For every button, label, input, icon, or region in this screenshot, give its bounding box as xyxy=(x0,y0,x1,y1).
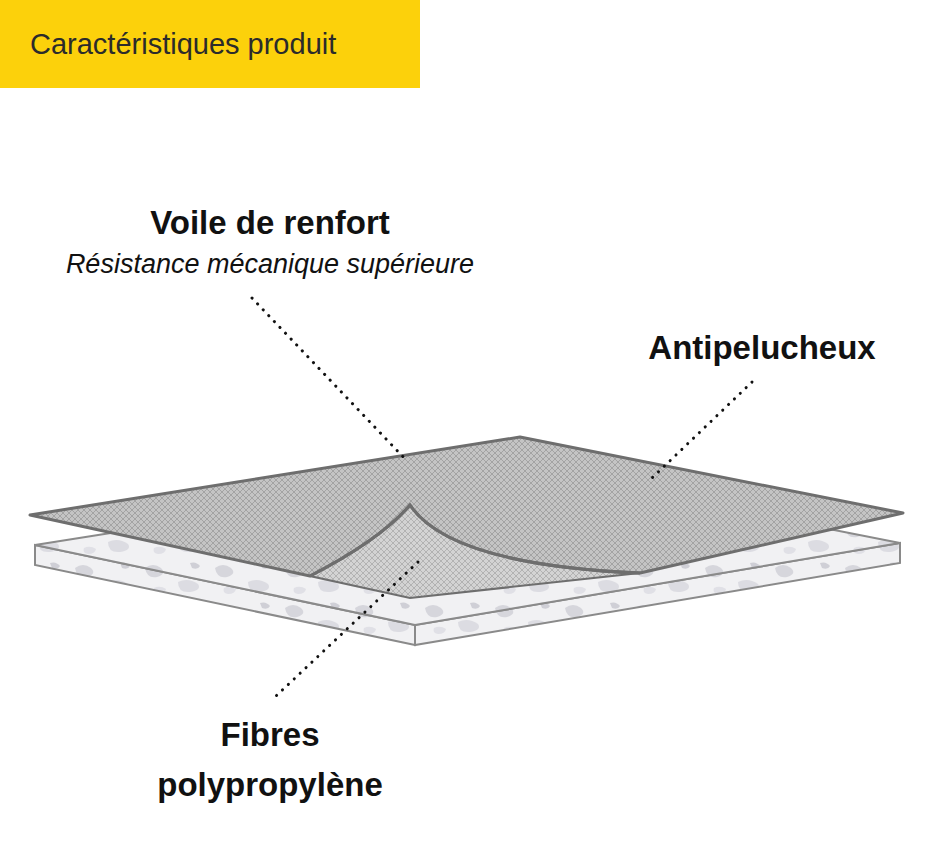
part-name: Voile de renfort xyxy=(10,198,530,248)
leader-line xyxy=(652,382,752,478)
part-name: Antipelucheux xyxy=(602,323,922,373)
part-description: Résistance mécanique supérieure xyxy=(10,244,530,285)
reinforcing-veil xyxy=(30,437,903,576)
peeled-flap-edge xyxy=(310,505,640,576)
title: Caractéristiques produit xyxy=(30,28,336,61)
title-banner: Caractéristiques produit xyxy=(0,0,420,88)
leader-line xyxy=(276,562,418,696)
leader-line xyxy=(252,298,408,462)
part-name: Fibres polypropylène xyxy=(125,710,415,809)
